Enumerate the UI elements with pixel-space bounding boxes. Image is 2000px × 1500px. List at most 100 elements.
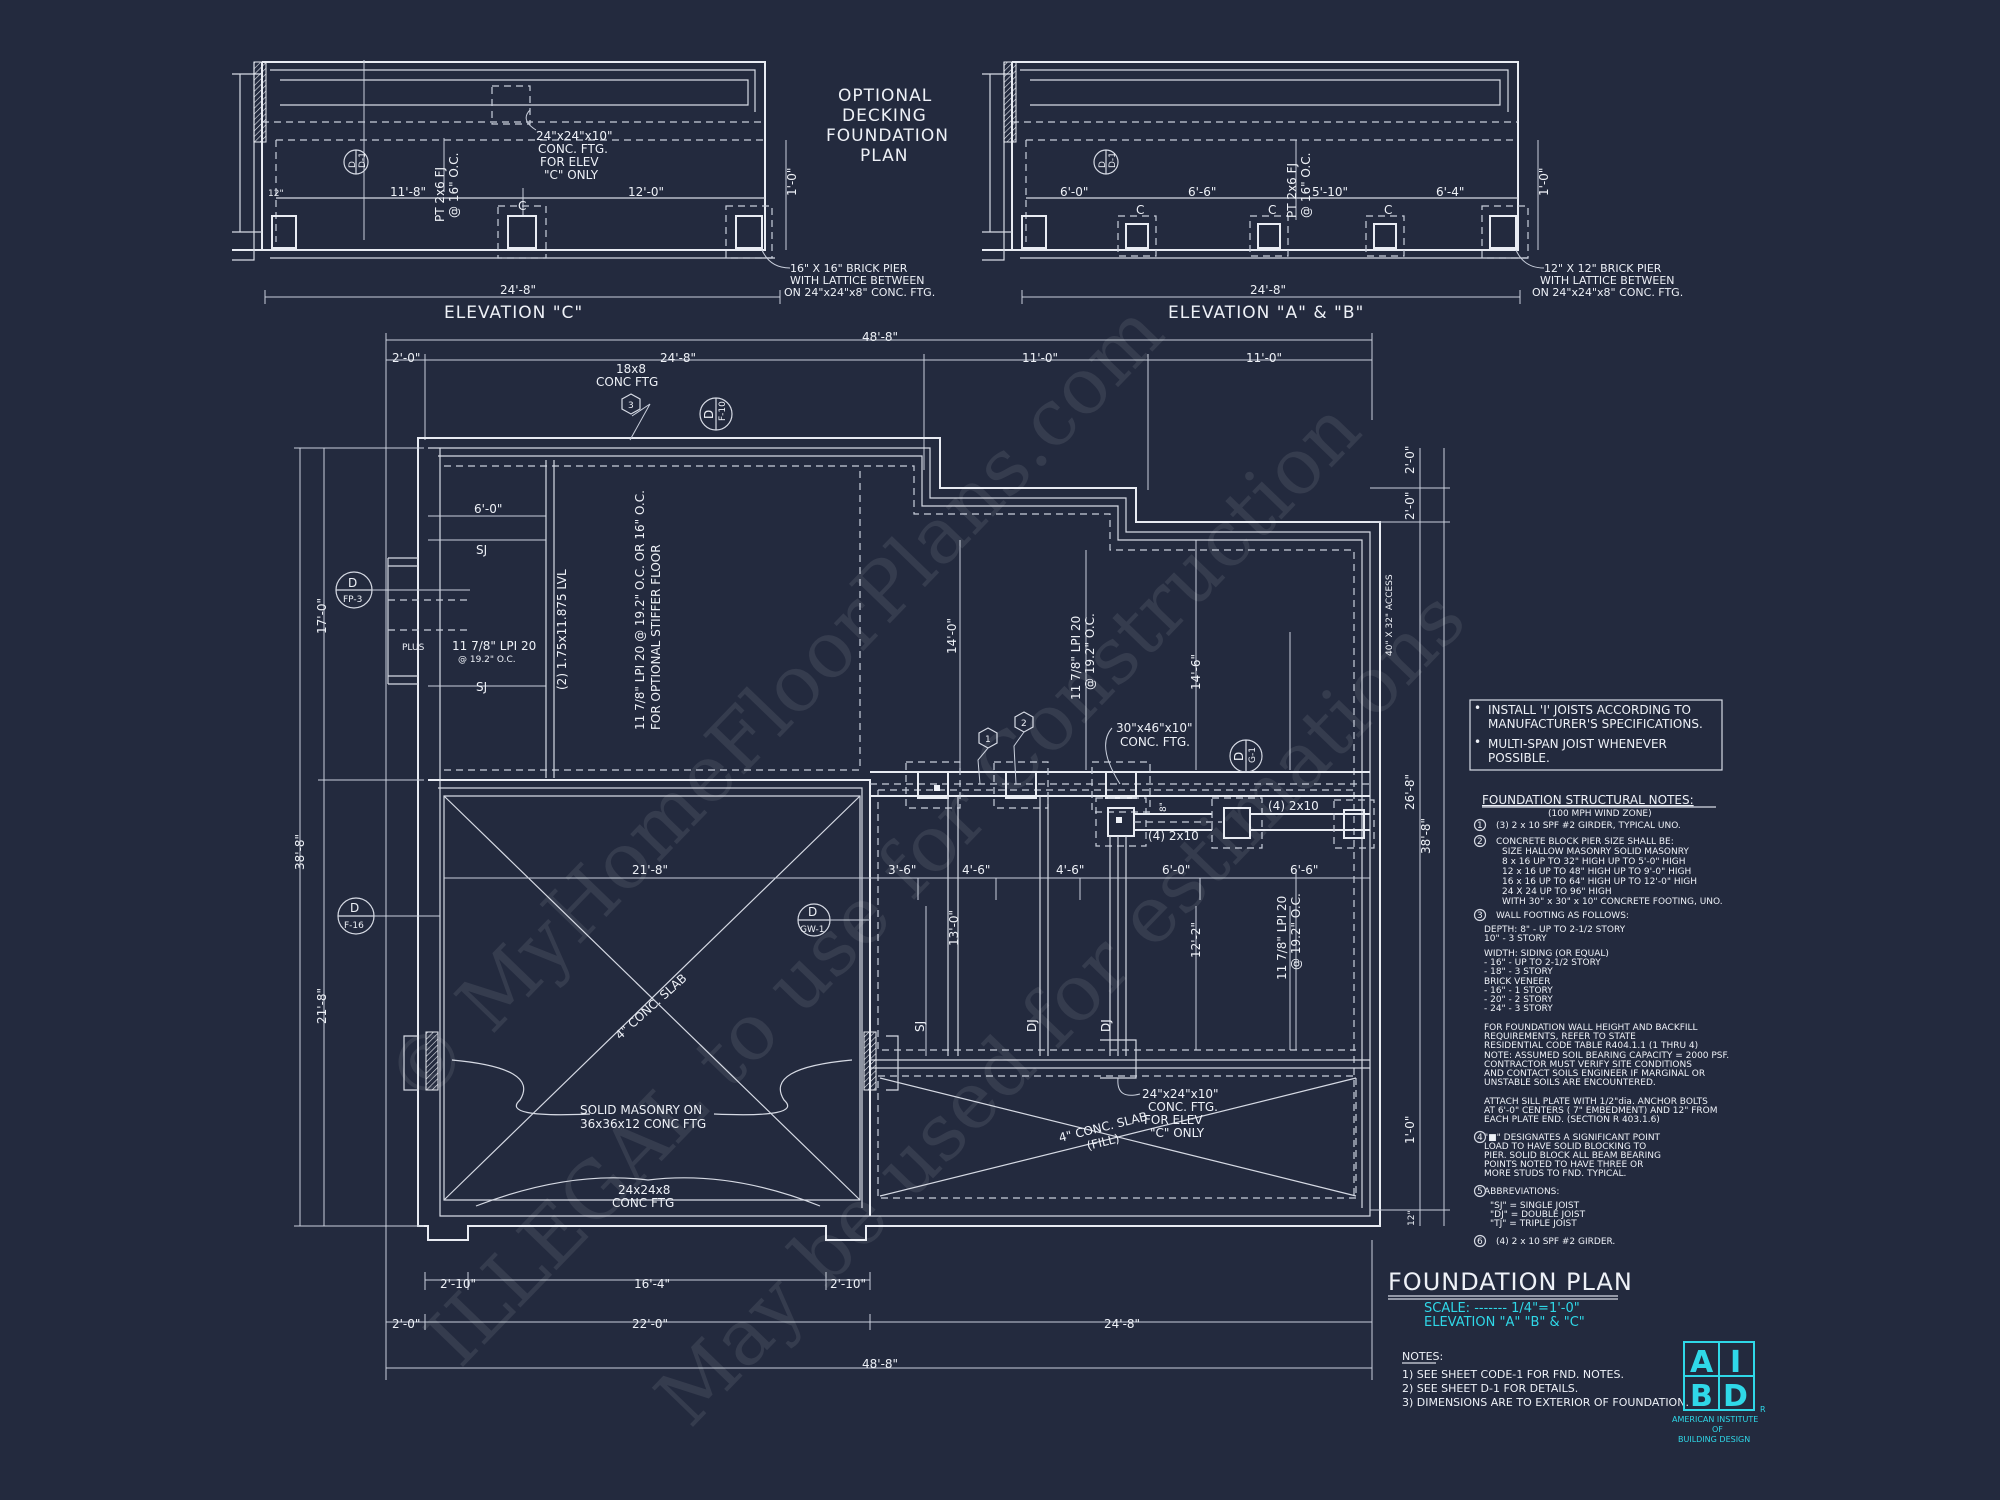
ftg-elev-c-4: "C" ONLY [1150,1126,1205,1140]
structural-note-line: "TJ" = TRIPLE JOIST [1490,1219,1577,1229]
girder-label-2: (4) 2x10 [1148,829,1199,843]
bubble-top-text: D [348,161,358,168]
joist-note-ab-2: @ 16" O.C. [1299,153,1313,218]
masonry-note-2: 36x36x12 CONC FTG [580,1117,706,1131]
bubble-gw1-top: D [808,905,817,919]
structural-note-line: 12 x 16 UP TO 48" HIGH UP TO 9'-0" HIGH [1502,867,1691,877]
elevation-label: ELEVATION "A" "B" & "C" [1424,1315,1585,1330]
logo-letter-b: B [1690,1379,1713,1414]
optional-decking-title: OPTIONAL DECKING FOUNDATION PLAN [826,86,948,166]
pier-hatch [253,61,267,143]
dim-left-overall: 38'-8" [293,834,307,870]
bubble-g1-bottom: G-1 [1248,747,1258,763]
install-note-4: POSSIBLE. [1488,751,1550,765]
bubble-f16-top: D [350,901,359,915]
dim-right-d: 1'-0" [1403,1116,1417,1144]
structural-note-line: - 20" - 2 STORY [1484,995,1553,1005]
structural-note-line: 24 X 24 UP TO 96" HIGH [1502,887,1612,897]
note-number-text: 1 [1477,821,1483,831]
dim-ab-1: 6'-0" [1060,185,1088,199]
pier-note-c-1: 16" X 16" BRICK PIER [790,262,908,275]
dim-bottom-e: 22'-0" [632,1317,668,1331]
dim-ab-3: 5'-10" [1312,185,1348,199]
dim-right-e: 12" [1407,1210,1417,1226]
note-number-marker [1473,1234,1487,1248]
structural-note-line: - 18" - 3 STORY [1484,967,1553,977]
dim-right-overall: 38'-8" [1419,818,1433,854]
dim-13-0: 13'-0" [947,910,961,946]
elevation-c-title: ELEVATION "C" [444,303,583,323]
logo-org-line3: BUILDING DESIGN [1678,1435,1750,1444]
logo-registered: R [1760,1405,1766,1414]
structural-notes: FOUNDATION STRUCTURAL NOTES: (100 MPH WI… [1473,793,1729,1248]
structural-note-line: RESIDENTIAL CODE TABLE R404.1.1 (1 THRU … [1484,1041,1698,1051]
top-footing-line2: CONC FTG [596,375,658,389]
dim-bottom-d: 2'-0" [392,1317,420,1331]
structural-note-line: 16 x 16 UP TO 64" HIGH UP TO 12'-0" HIGH [1502,877,1697,887]
structural-note-line: 8 x 16 UP TO 32" HIGH UP TO 5'-0" HIGH [1502,857,1686,867]
joist-note-ab-1: PT 2x6 FJ [1285,163,1299,218]
mid-dim-a: 21'-8" [632,863,668,877]
dim-ab-total: 24'-8" [1250,283,1286,297]
dim-c-left: 11'-8" [390,185,426,199]
mid-dim-e: 6'-0" [1162,863,1190,877]
ftg-30-line2: CONC. FTG. [1120,735,1190,749]
structural-note-line: (3) 2 x 10 SPF #2 GIRDER, TYPICAL UNO. [1496,821,1681,831]
lpi-mid-2: @ 19.2" O.C. [1083,613,1097,690]
dim-14-0: 14'-0" [945,618,959,654]
structural-note-line: DEPTH: 8" - UP TO 2-1/2 STORY [1484,925,1626,935]
mid-dim-b: 3'-6" [888,863,916,877]
pier-hatch-ab [1003,61,1017,143]
structural-note-line: MORE STUDS TO FND. TYPICAL. [1484,1169,1626,1179]
dim-bottom-b: 16'-4" [634,1277,670,1291]
ftg-elev-c-2: CONC. FTG. [1148,1100,1218,1114]
dim-bottom-f: 24'-8" [1104,1317,1140,1331]
sj-label-1: SJ [476,543,487,557]
ftg-elev-c-1: 24"x24"x10" [1142,1087,1219,1101]
structural-note-line: NOTE: ASSUMED SOIL BEARING CAPACITY = 20… [1484,1051,1729,1061]
bubble-ab-bottom: D-1 [1108,152,1118,168]
structural-note-line: EACH PLATE END. (SECTION R 403.1.6) [1484,1115,1660,1125]
aibd-logo: A I B D R AMERICAN INSTITUTE OF BUILDING… [1672,1341,1766,1444]
footing-box-c [491,85,531,125]
dim-8: 8" [1159,802,1169,812]
structural-note-line: 10" - 3 STORY [1484,934,1547,944]
girder-label-1: (4) 2x10 [1268,799,1319,813]
svg-text:•: • [1474,701,1481,715]
logo-org-line2: OF [1712,1425,1723,1434]
structural-note-line: ATTACH SILL PLATE WITH 1/2"dia. ANCHOR B… [1484,1097,1708,1107]
hex-2-text: 2 [1021,719,1027,729]
bubble-f10-bottom: F-10 [718,401,728,421]
logo-letter-d: D [1723,1379,1748,1414]
logo-letter-a: A [1690,1345,1714,1380]
dim-c-right: 12'-0" [628,185,664,199]
structural-note-line: WALL FOOTING AS FOLLOWS: [1496,911,1629,921]
girder-pier-3 [1105,771,1137,799]
notes-title: NOTES: [1402,1350,1443,1363]
lvl-beam: (2) 1.75x11.875 LVL [555,569,569,690]
structural-note-line: PIER. SOLID BLOCK ALL BEAM BEARING [1484,1151,1661,1161]
note-number-text: 2 [1477,837,1483,847]
dim-bottom-overall: 48'-8" [862,1357,898,1371]
ftg-elev-c-3: FOR ELEV [1144,1113,1203,1127]
sheet-title: FOUNDATION PLAN [1388,1268,1633,1296]
structural-note-line: WITH 30" x 30" x 10" CONCRETE FOOTING, U… [1502,897,1723,907]
dim-bottom-a: 2'-10" [440,1277,476,1291]
bubble-fp3-bottom: FP-3 [343,595,362,605]
dim-ab-4: 6'-4" [1436,185,1464,199]
structural-note-line: - 16" - 1 STORY [1484,986,1553,996]
note-number-marker [1473,1184,1487,1198]
centerline-ab-3: C [1384,203,1392,217]
dim-bottom-c: 2'-10" [830,1277,866,1291]
structural-notes-title: FOUNDATION STRUCTURAL NOTES: [1482,793,1694,807]
structural-note-line: "SJ" = SINGLE JOIST [1490,1201,1580,1211]
structural-note-line: WIDTH: SIDING (OR EQUAL) [1484,949,1609,959]
logo-letter-i: I [1730,1345,1741,1380]
joist-note-c-1: PT 2x6 FJ [433,167,447,222]
structural-note-line: CONTRACTOR MUST VERIFY SITE CONDITIONS [1484,1060,1692,1070]
mid-dim-c: 4'-6" [962,863,990,877]
scale-label: SCALE: ------- 1/4"=1'-0" [1424,1301,1580,1316]
svg-text:•: • [1474,735,1481,749]
bubble-g1-top: D [1232,752,1246,761]
dj-label-1: DJ [1025,1019,1039,1032]
